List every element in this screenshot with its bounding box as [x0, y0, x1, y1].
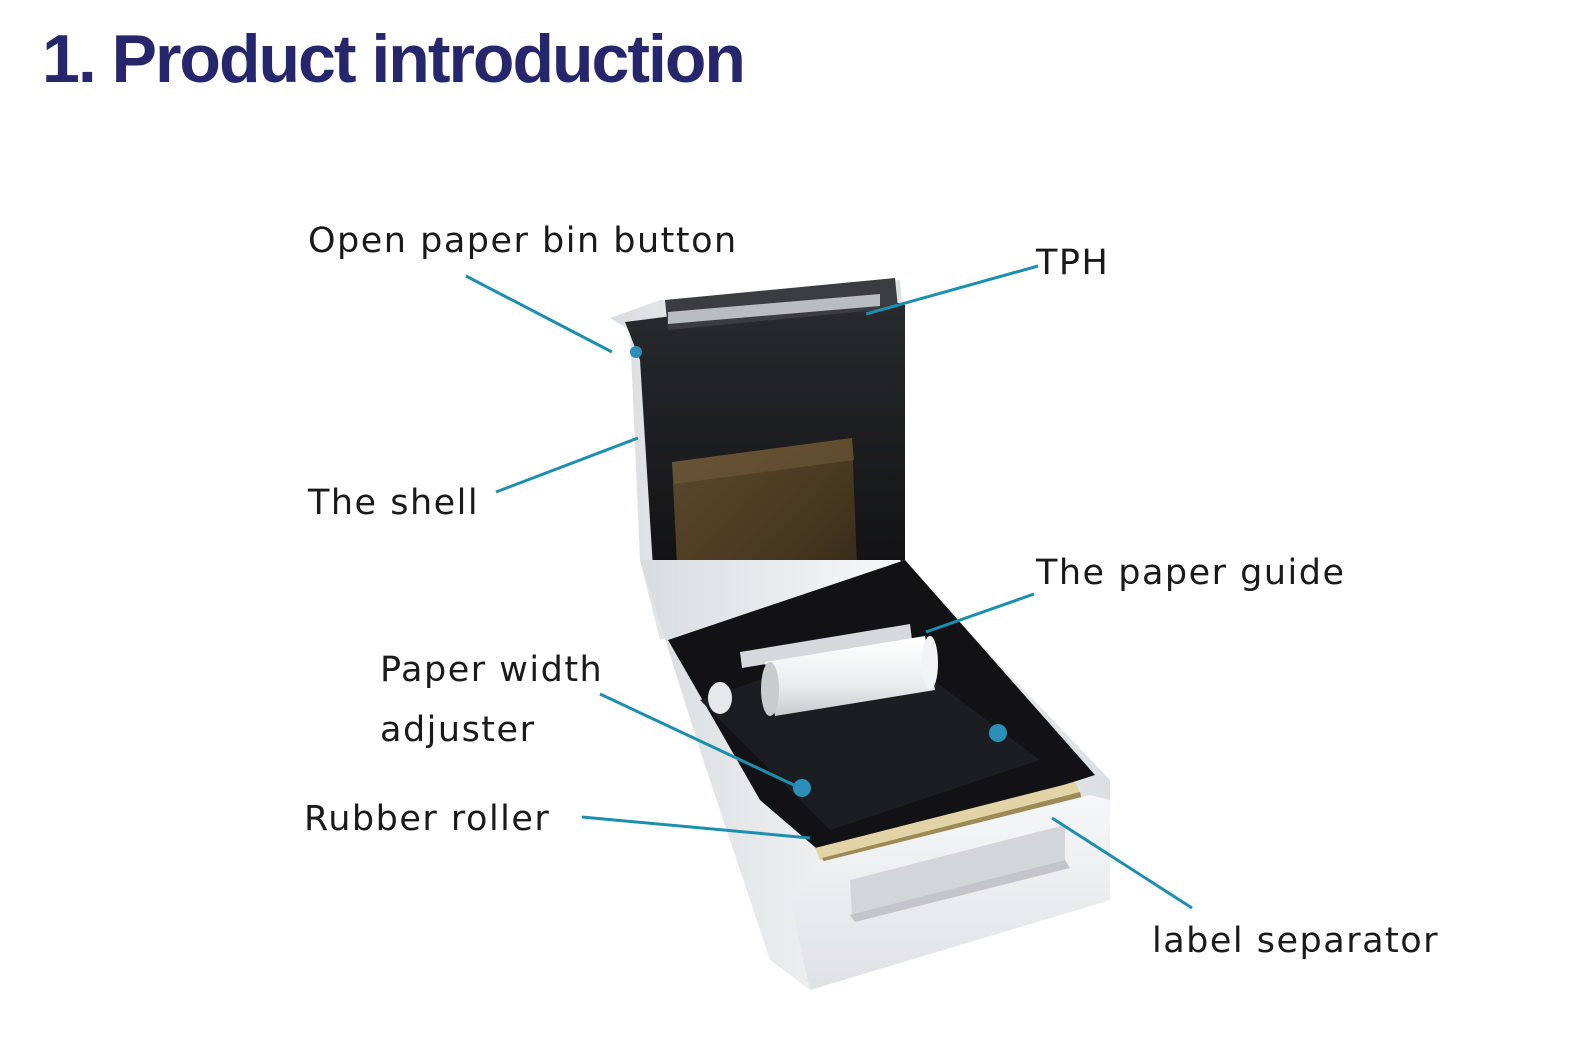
- leader-rubber-roller: [581, 815, 811, 840]
- leader-the-paper-guide: [925, 592, 1035, 634]
- leader-open-paper-bin-button: [465, 274, 613, 354]
- callout-label-separator: label separator: [1152, 921, 1440, 961]
- printer-base: [640, 560, 1110, 990]
- callout-the-paper-guide: The paper guide: [1036, 553, 1346, 593]
- page-title: 1. Product introduction: [42, 21, 746, 97]
- callout-open-paper-bin-button: Open paper bin button: [308, 221, 738, 261]
- leader-lines: [465, 264, 1193, 910]
- callout-the-shell: The shell: [308, 483, 480, 523]
- paper-roll: [708, 636, 938, 716]
- callout-paper-width-adjuster: Paper width adjuster: [380, 650, 604, 751]
- leader-the-shell: [495, 436, 639, 494]
- leader-label-separator: [1051, 816, 1193, 910]
- callout-tph: TPH: [1036, 243, 1110, 283]
- leader-tph: [865, 264, 1039, 316]
- leader-paper-width-adjuster: [599, 692, 797, 788]
- callout-rubber-roller: Rubber roller: [304, 799, 551, 839]
